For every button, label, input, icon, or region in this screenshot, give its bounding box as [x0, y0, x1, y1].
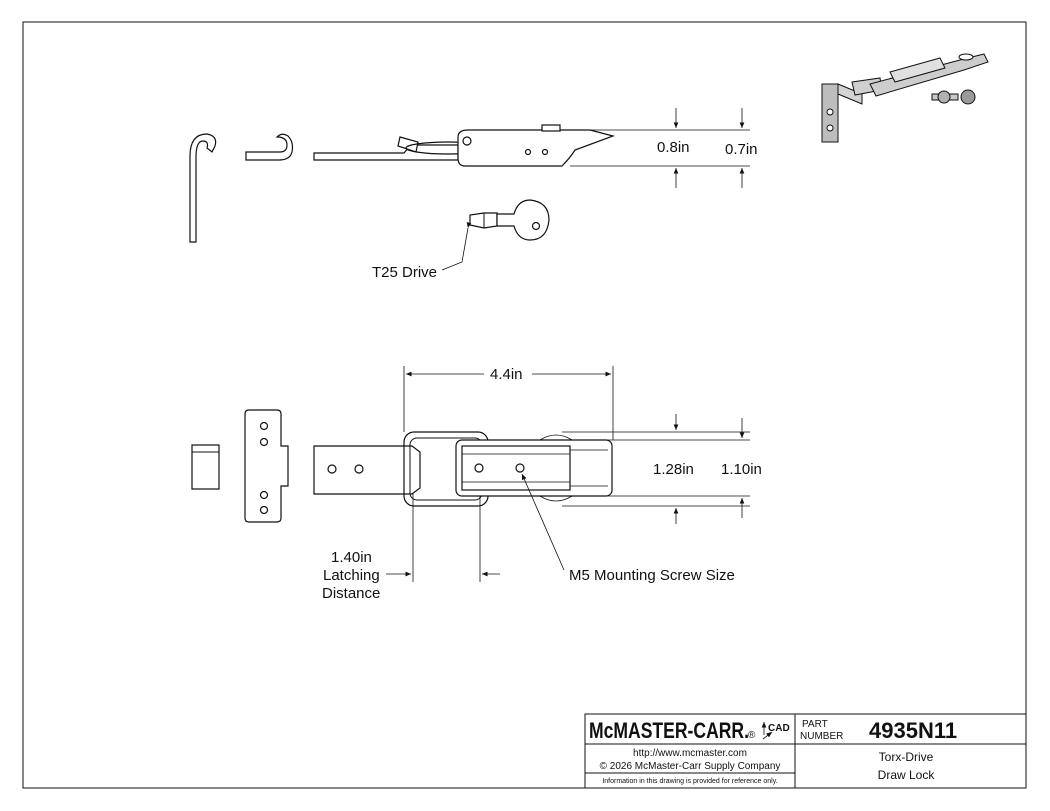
- isometric-view: [821, 53, 989, 143]
- cad-mark: CAD: [768, 723, 790, 734]
- cad-icon: CAD: [761, 722, 790, 740]
- part-number: 4935N11: [869, 718, 957, 743]
- description-line1: Torx-Drive: [879, 750, 934, 764]
- description-line2: Draw Lock: [878, 768, 936, 782]
- side-view: 0.8in 0.7in: [189, 108, 758, 243]
- latching-value: 1.40in: [331, 549, 372, 566]
- latch-body-side: [457, 129, 616, 167]
- title-block: McMASTER-CARR. ® CAD PART NUMBER 4935N11…: [584, 713, 1027, 789]
- brand-logo: McMASTER-CARR.: [589, 718, 749, 743]
- strike-plate: [313, 445, 421, 495]
- sheet-border: [22, 21, 1027, 789]
- t25-drive-label: T25 Drive: [372, 264, 437, 281]
- dim-height-front-1: 1.28in: [653, 461, 694, 478]
- key-icon: [496, 199, 550, 241]
- keeper-side: [245, 133, 294, 161]
- dim-height-front-2: 1.10in: [721, 461, 762, 478]
- dim-height-side-1: 0.8in: [657, 139, 690, 156]
- brand-registered-mark: ®: [748, 730, 756, 741]
- latching-line2: Distance: [322, 585, 380, 602]
- latching-line1: Latching: [323, 567, 380, 584]
- latch-arm-side: [313, 144, 459, 161]
- part-label-line1: PART: [802, 719, 828, 730]
- key-drawing: T25 Drive: [372, 199, 550, 281]
- dim-width-label: 4.4in: [490, 366, 523, 383]
- dim-height-side-2: 0.7in: [725, 141, 758, 158]
- mounting-screw-label: M5 Mounting Screw Size: [569, 567, 735, 584]
- website-url: http://www.mcmaster.com: [633, 748, 747, 759]
- copyright: © 2026 McMaster-Carr Supply Company: [600, 761, 781, 772]
- part-label-line2: NUMBER: [800, 731, 843, 742]
- keeper-plate: [244, 409, 289, 523]
- front-view: 4.4in 1.28in 1.10in 1.40in Latching Dist…: [191, 366, 762, 602]
- disclaimer: Information in this drawing is provided …: [602, 778, 777, 785]
- hook-side: [189, 133, 217, 243]
